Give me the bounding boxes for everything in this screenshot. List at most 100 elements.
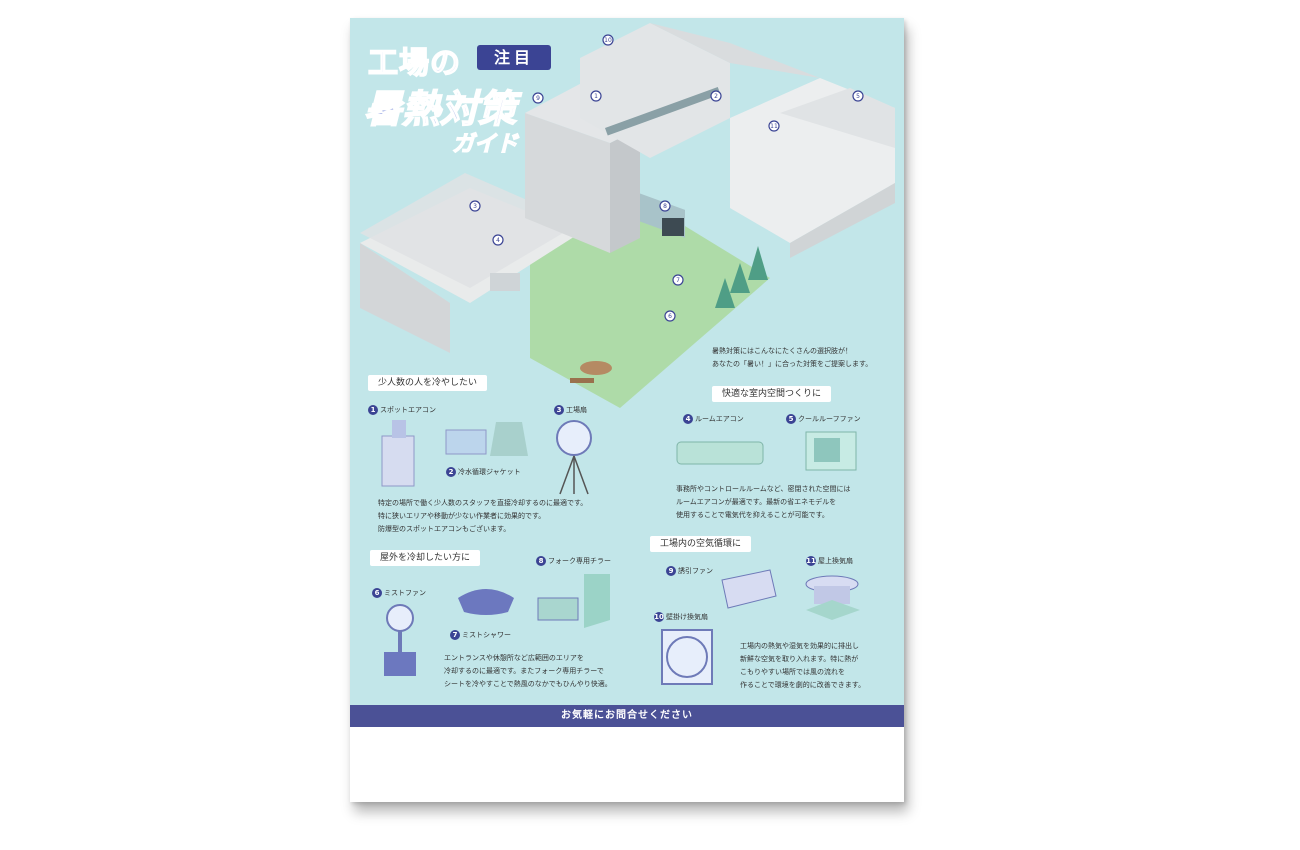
section-heading-few-people: 少人数の人を冷やしたい [368, 375, 488, 391]
map-marker-8: 8 [659, 200, 671, 212]
center-building-right-wall [610, 128, 640, 253]
number-badge: 7 [450, 630, 460, 640]
section-heading-indoor: 快適な室内空間つくりに [712, 386, 832, 402]
product-name: 工場扇 [566, 406, 587, 414]
description-line: 使用することで電気代を抑えることが可能です。 [676, 511, 829, 519]
map-marker-4: 4 [492, 234, 504, 246]
map-marker-11: 11 [768, 120, 780, 132]
product-name: フォーク専用チラー [548, 557, 611, 565]
intro-text: 暑熱対策にはこんなにたくさんの選択肢が！ あなたの「暑い！」に合った対策をご提案… [712, 345, 892, 371]
map-marker-label: 10 [604, 37, 612, 44]
roof-vent-fan-image [805, 575, 860, 620]
section-description-indoor: 事務所やコントロールルームなど、密閉された空間には ルームエアコンが最適です。最… [676, 483, 904, 522]
description-line: 防爆型のスポットエアコンもございます。 [378, 525, 511, 533]
tree [748, 246, 768, 280]
number-badge: 3 [554, 405, 564, 415]
title-subtitle: ガイド [451, 131, 519, 157]
number-badge: 10 [654, 612, 664, 622]
right-building-wall [790, 183, 895, 258]
section-description-few-people: 特定の場所で働く少人数のスタッフを直接冷却するのに最適です。 特に狭いエリアや移… [378, 497, 618, 536]
number-badge: 11 [806, 556, 816, 566]
product-name: ルームエアコン [695, 415, 744, 423]
map-marker-label: 9 [536, 95, 540, 102]
section-description-outdoor: エントランスや休憩所など広範囲のエリアを 冷却するのに最適です。またフォーク専用… [444, 652, 684, 691]
title-main: 暑熱対策 [363, 86, 517, 132]
map-marker-circle [469, 200, 481, 212]
description-line: 作ることで環境を劇的に改善できます。 [740, 681, 866, 689]
map-marker-1: 1 [590, 90, 602, 102]
top-building-roof [650, 23, 820, 78]
map-marker-3: 3 [469, 200, 481, 212]
factory-fan-image [556, 420, 592, 495]
forklift-chiller-image [537, 574, 610, 628]
map-marker-label: 7 [676, 277, 680, 284]
description-line: 事務所やコントロールルームなど、密閉された空間には [676, 485, 851, 493]
product-name: 壁掛け換気扇 [666, 613, 708, 621]
contact-area [350, 727, 904, 802]
spot-aircon-image [381, 420, 415, 487]
induction-fan-image [721, 569, 777, 609]
section-heading-air-circulation: 工場内の空気循環に [650, 536, 752, 552]
description-line: 特に狭いエリアや移動が少ない作業者に効果的です。 [378, 512, 546, 520]
map-marker-2: 2 [710, 90, 722, 102]
product-name: 冷水循環ジャケット [458, 468, 521, 476]
tree [715, 278, 735, 308]
mist-fan-image [384, 604, 416, 676]
intro-line: あなたの「暑い！」に合った対策をご提案します。 [712, 360, 873, 368]
number-badge: 1 [368, 405, 378, 415]
section-heading-outdoor: 屋外を冷却したい方に [370, 550, 481, 566]
factory-illustration: 1 2 3 4 5 6 7 8 9 10 11 [360, 23, 895, 408]
map-marker-circle [768, 120, 780, 132]
product-name: クールルーフファン [798, 415, 861, 423]
number-badge: 2 [446, 467, 456, 477]
cooling-jacket-image [445, 422, 528, 456]
description-line: 特定の場所で働く少人数のスタッフを直接冷却するのに最適です。 [378, 499, 588, 507]
map-marker-circle [602, 34, 614, 46]
product-name: スポットエアコン [380, 406, 436, 414]
map-marker-7: 7 [672, 274, 684, 286]
cool-roof-fan-image [805, 431, 857, 471]
map-markers: 1 2 3 4 5 6 7 8 9 10 11 [469, 34, 864, 322]
map-marker-label: 2 [714, 93, 718, 100]
product-name: ミストシャワー [462, 631, 511, 639]
number-badge: 5 [786, 414, 796, 424]
mist-shower-image [458, 589, 514, 615]
map-marker-circle [532, 92, 544, 104]
product-name: ミストファン [384, 589, 426, 597]
right-building-roof [780, 88, 895, 148]
map-marker-label: 8 [663, 203, 667, 210]
map-marker-circle [664, 310, 676, 322]
room-aircon-image [676, 441, 764, 465]
map-marker-6: 6 [664, 310, 676, 322]
map-marker-label: 4 [496, 237, 500, 244]
tree [730, 263, 750, 293]
number-badge: 9 [666, 566, 676, 576]
number-badge: 8 [536, 556, 546, 566]
map-marker-circle [672, 274, 684, 286]
bench [570, 378, 594, 383]
break-table [580, 361, 612, 375]
map-marker-5: 5 [852, 90, 864, 102]
map-marker-label: 11 [770, 123, 778, 130]
map-marker-label: 1 [594, 93, 598, 100]
product-name: 屋上換気扇 [818, 557, 853, 565]
map-marker-circle [710, 90, 722, 102]
map-marker-10: 10 [602, 34, 614, 46]
contact-banner: お気軽にお問合せください [350, 705, 904, 727]
map-marker-circle [492, 234, 504, 246]
product-name: 誘引ファン [678, 567, 713, 575]
intro-line: 暑熱対策にはこんなにたくさんの選択肢が！ [712, 347, 852, 355]
section-description-air-circulation: 工場内の熱気や湿気を効果的に排出し 新鮮な空気を取り入れます。特に熱が こもりや… [740, 640, 904, 692]
forklift [662, 218, 684, 236]
description-line: 新鮮な空気を取り入れます。特に熱が [740, 655, 859, 663]
map-marker-circle [590, 90, 602, 102]
